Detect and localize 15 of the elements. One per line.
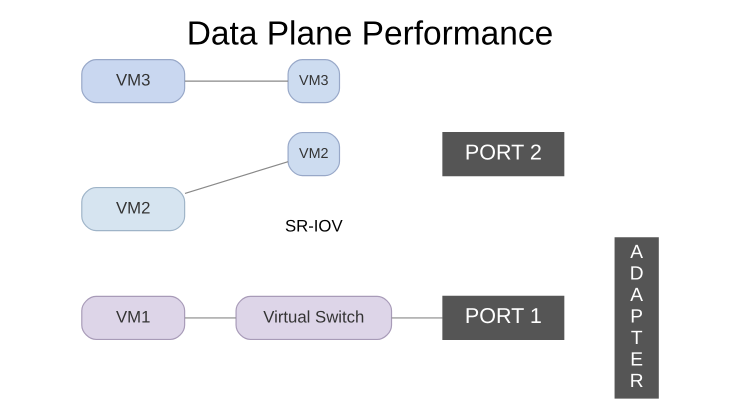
node-box: Virtual Switch (235, 296, 392, 340)
connector (185, 317, 236, 319)
connector (185, 80, 288, 82)
label: SR-IOV (284, 216, 343, 236)
node-box: VM3 (287, 59, 340, 104)
node-box: VM1 (81, 296, 186, 340)
node-box: PORT 1 (442, 296, 564, 340)
node-box: VM2 (81, 186, 186, 232)
node-box: VM3 (81, 59, 186, 104)
diagram-title: Data Plane Performance (186, 16, 554, 53)
connector (392, 317, 442, 319)
node-box: PORT 2 (442, 132, 564, 176)
node-box: VM2 (287, 132, 340, 176)
node-box: A D A P T E R (614, 237, 659, 399)
connector (184, 161, 288, 194)
